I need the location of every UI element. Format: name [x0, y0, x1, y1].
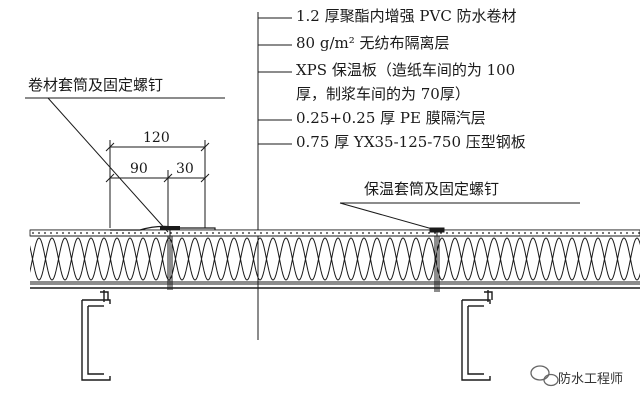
xps-insulation-pattern: [30, 237, 640, 281]
wechat-logo-icon: [530, 365, 559, 387]
watermark-text: 防水工程师: [558, 372, 624, 387]
membrane-dot-pattern: [32, 232, 640, 234]
layer-label-membrane: 1.2 厚聚酯内增强 PVC 防水卷材: [296, 7, 517, 25]
dimension-right: 30: [176, 161, 194, 177]
dimension-lines: [105, 140, 210, 228]
layer-label-xps-line2: 厚，制浆车间的为 70厚）: [296, 85, 470, 103]
insulation-fastener-callout: 保温套筒及固定螺钉: [364, 180, 500, 198]
membrane-fastener-callout: 卷材套筒及固定螺钉: [28, 76, 164, 94]
insulation-callout-leader: [339, 202, 437, 231]
layer-label-xps-line1: XPS 保温板（造纸车间的为 100: [296, 61, 516, 79]
purlin-left: [81, 290, 111, 381]
membrane-screw: [167, 228, 173, 290]
roof-layers: [29, 229, 640, 289]
layer-leader-ticks: [258, 17, 292, 145]
dimension-total: 120: [143, 130, 170, 146]
insulation-screw: [429, 227, 445, 292]
dimension-left: 90: [130, 161, 148, 177]
layer-label-separator: 80 g/m² 无纺布隔离层: [296, 34, 450, 52]
membrane-callout-leader: [47, 97, 169, 233]
layer-label-vapor-barrier: 0.25+0.25 厚 PE 膜隔汽层: [296, 109, 486, 127]
layer-label-steel-deck: 0.75 厚 YX35-125-750 压型钢板: [296, 133, 526, 151]
purlin-right: [461, 290, 493, 381]
